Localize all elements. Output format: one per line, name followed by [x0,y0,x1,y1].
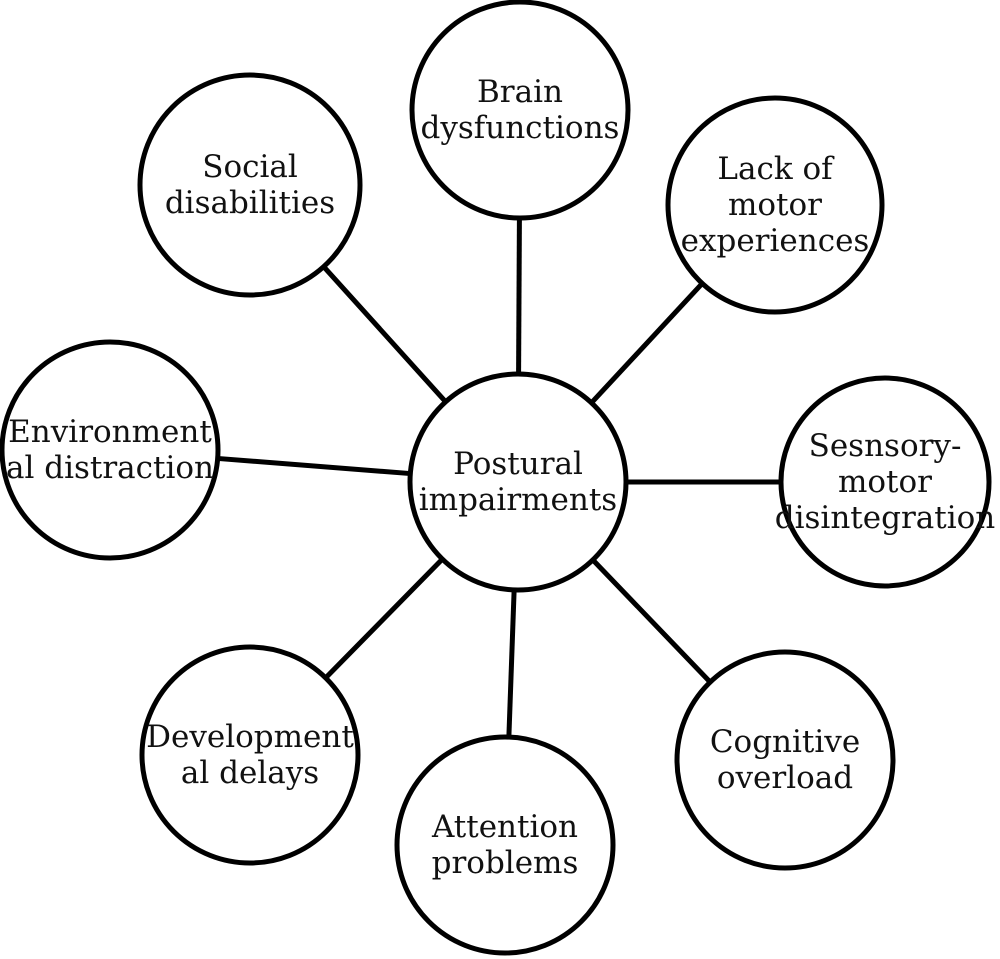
connector-brain [516,217,522,375]
node-circle-attention [394,734,616,956]
connector-cognitive [591,558,712,684]
node-circle-environmental [0,339,221,561]
connector-developmental [323,557,445,680]
node-circle-center [407,371,629,593]
node-label-line: al distraction [6,450,214,486]
node-circle-sensory [778,375,992,589]
connector-social [321,264,448,404]
node-label-line: disabilities [165,185,335,221]
node-label-line: Lack of [717,151,835,187]
node-label-line: Brain [477,74,563,110]
node-label-line: Postural [453,446,583,482]
node-label-line: impairments [419,482,617,518]
node-label-line: experiences [681,223,870,259]
node-label-line: Development [146,719,354,755]
connectors [217,217,781,738]
node-circle-developmental [139,644,361,866]
node-label-line: Attention [431,809,578,845]
node-label-line: motor [728,187,822,223]
node-label-line: Cognitive [710,724,860,760]
node-label-line: overload [717,760,853,796]
connector-motor-exp [589,281,705,405]
node-label-line: disintegration [775,500,996,536]
node-label-line: Social [202,149,298,185]
node-circle-motor-exp [665,95,885,315]
node-label-line: dysfunctions [421,110,620,146]
node-label-line: Sesnsory- [809,428,962,464]
node-label-line: Environment [8,414,212,450]
connector-environmental [217,455,411,477]
node-circle-social [137,72,363,298]
node-circle-brain [409,0,631,221]
node-label-line: motor [838,464,932,500]
node-circle-cognitive [674,649,896,871]
connector-attention [506,589,517,738]
node-label-line: al delays [181,755,319,791]
node-label-line: problems [432,845,579,881]
